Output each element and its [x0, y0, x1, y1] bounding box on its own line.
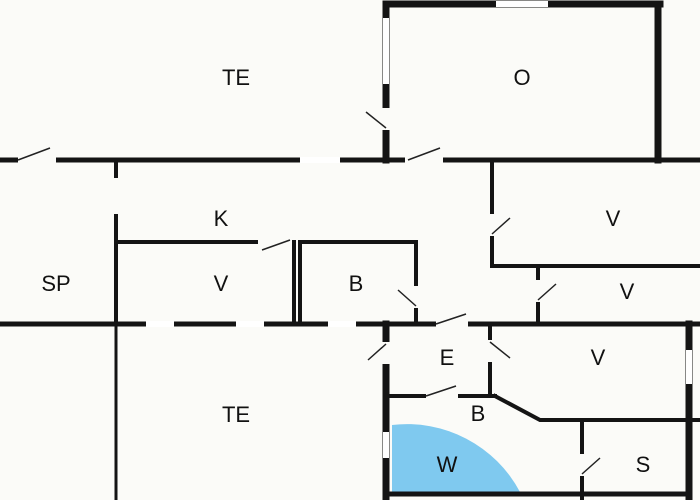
room-label-w: W: [437, 452, 458, 477]
window-o-left: [383, 18, 389, 84]
doors: [17, 108, 601, 476]
door-e-left: [367, 342, 390, 364]
wall-v-lower-bottom: [492, 393, 700, 422]
room-label-b-lower: B: [471, 401, 486, 426]
room-label-te-top: TE: [222, 65, 250, 90]
door-e-top: [435, 313, 468, 328]
room-label-sp: SP: [41, 271, 70, 296]
room-label-te-bottom: TE: [222, 402, 250, 427]
door-te-top: [365, 108, 390, 130]
room-label-b-upper: B: [349, 271, 364, 296]
door-v-right-mid: [534, 280, 557, 302]
window-b-left: [383, 432, 389, 458]
window-row2-a: [146, 321, 174, 327]
door-v-right-upper: [488, 214, 511, 236]
wellness-area: [392, 424, 520, 492]
room-label-k: K: [214, 206, 229, 231]
door-v-right-lower: [486, 340, 511, 362]
room-label-e: E: [440, 345, 455, 370]
window-row2-c: [328, 321, 356, 327]
room-label-v-right-upper: V: [606, 206, 621, 231]
room-label-v-left: V: [214, 271, 229, 296]
door-b-upper: [397, 286, 420, 308]
window-row1: [300, 157, 340, 163]
window-right-edge: [686, 350, 692, 384]
window-row2-b: [236, 321, 264, 327]
door-s: [578, 454, 601, 476]
door-te-k: [17, 147, 56, 164]
room-label-v-right-lower: V: [591, 345, 606, 370]
room-label-s: S: [636, 452, 651, 477]
window-o-top: [496, 1, 548, 7]
room-labels: TE O K V SP V B V E V TE B W S: [41, 65, 650, 477]
windows: [146, 1, 692, 458]
room-label-v-right-mid: V: [620, 279, 635, 304]
door-v-left: [258, 238, 292, 251]
door-b-lower: [425, 385, 458, 400]
door-o-k: [405, 147, 443, 164]
room-label-o: O: [513, 65, 530, 90]
